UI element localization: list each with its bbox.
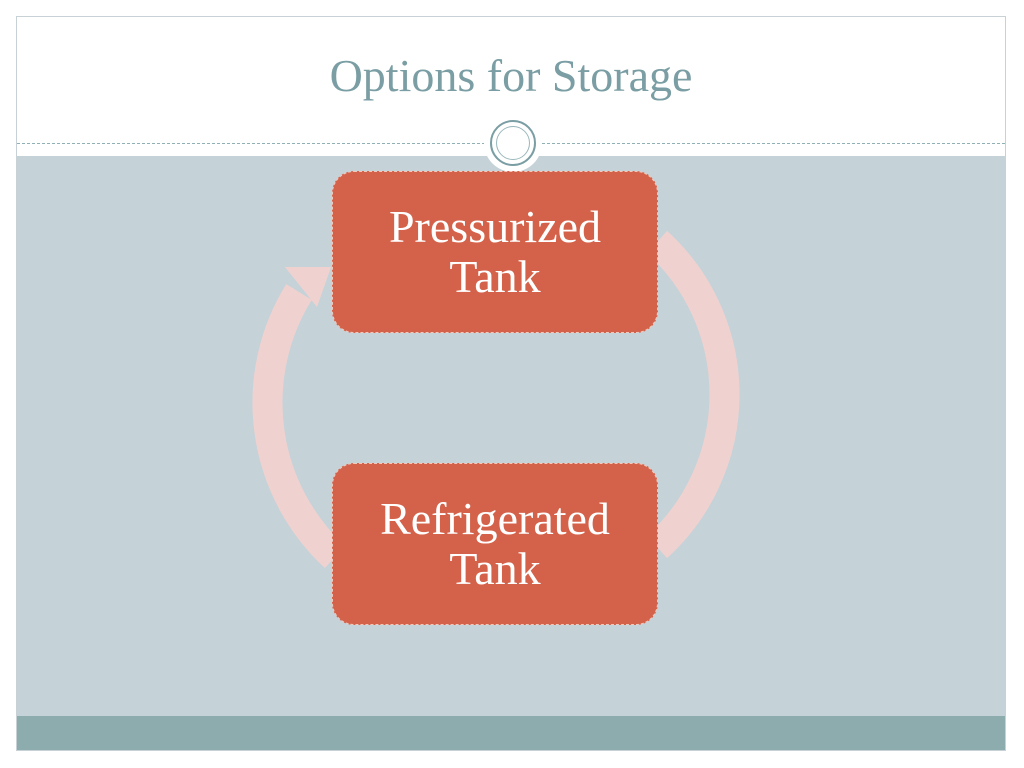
- slide: Options for Storage Pressurized Tank Ref…: [16, 16, 1006, 751]
- slide-title: Options for Storage: [329, 50, 693, 101]
- ornament-ring-inner: [496, 126, 530, 160]
- cycle-node-refrigerated-tank: Refrigerated Tank: [332, 463, 658, 625]
- ornament-ring: [490, 120, 536, 166]
- circle-ornament-icon: [484, 114, 542, 172]
- cycle-diagram: [252, 230, 740, 569]
- cycle-node-pressurized-tank: Pressurized Tank: [332, 171, 658, 333]
- cycle-arrowhead: [285, 267, 331, 307]
- footer-band: [17, 716, 1005, 750]
- cycle-arc-right: [646, 230, 740, 559]
- cycle-arc-left: [252, 284, 346, 569]
